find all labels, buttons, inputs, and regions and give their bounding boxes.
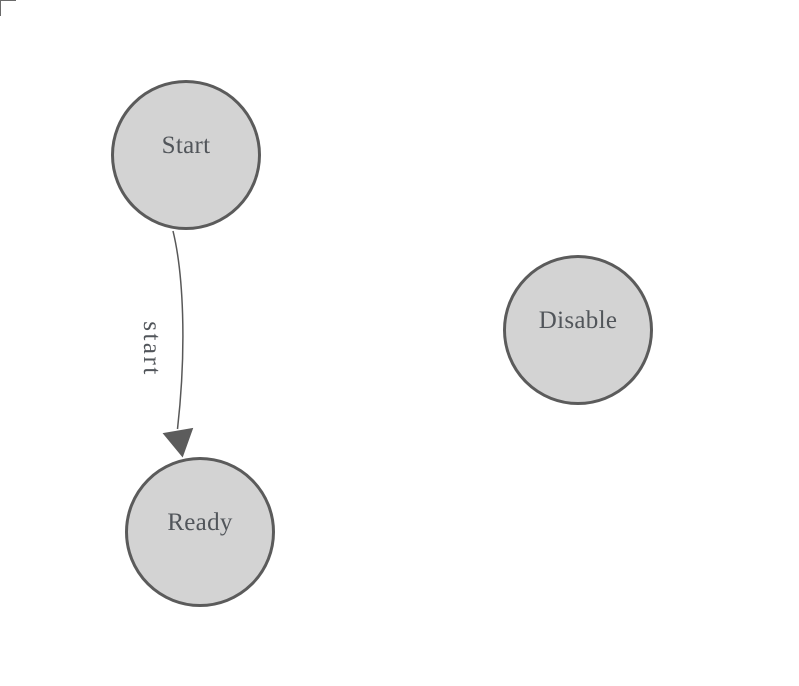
state-node-disable[interactable]: Disable — [503, 255, 653, 405]
state-node-disable-label: Disable — [538, 307, 618, 334]
arrowhead-icon — [162, 427, 194, 458]
state-node-start[interactable]: Start — [111, 80, 261, 230]
state-node-start-label: Start — [161, 132, 211, 159]
transition-edge-start-to-ready[interactable] — [172, 230, 184, 430]
state-node-ready[interactable]: Ready — [125, 457, 275, 607]
transition-edge-label[interactable]: start — [138, 321, 165, 377]
origin-corner-mark — [0, 0, 16, 16]
state-node-ready-label: Ready — [167, 509, 233, 536]
